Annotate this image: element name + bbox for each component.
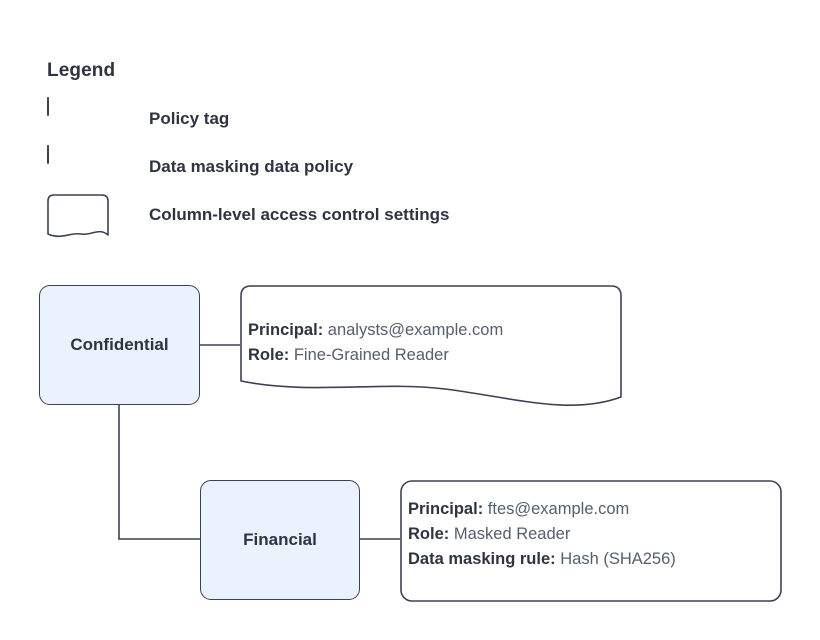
callout-confidential-policy-text: Principal: analysts@example.com Role: Fi…: [248, 318, 503, 368]
callout-line-label: Principal:: [248, 321, 324, 339]
legend-swatch-data-masking-policy: [47, 145, 109, 188]
callout-financial-policy[interactable]: Principal: ftes@example.com Role: Masked…: [400, 480, 782, 602]
legend-item-column-access-settings: Column-level access control settings: [47, 193, 450, 238]
callout-line: Principal: ftes@example.com: [408, 497, 676, 522]
callout-line-value: Masked Reader: [453, 525, 571, 543]
callout-line-label: Principal:: [408, 500, 484, 518]
callout-line: Role: Masked Reader: [408, 522, 676, 547]
callout-line: Principal: analysts@example.com: [248, 318, 503, 343]
callout-line-label: Data masking rule:: [408, 550, 556, 568]
legend-swatch-policy-tag: [47, 97, 109, 140]
callout-line-value: Hash (SHA256): [560, 550, 676, 568]
legend-item-policy-tag: Policy tag: [47, 97, 229, 141]
legend-label-policy-tag: Policy tag: [149, 109, 230, 128]
legend-title: Legend: [47, 60, 116, 81]
callout-line: Role: Fine-Grained Reader: [248, 343, 503, 368]
callout-line-label: Role:: [248, 346, 290, 364]
legend-item-data-masking-policy: Data masking data policy: [47, 145, 353, 189]
callout-line-value: analysts@example.com: [327, 321, 504, 339]
callout-line: Data masking rule: Hash (SHA256): [408, 547, 676, 572]
callout-line-value: ftes@example.com: [487, 500, 630, 518]
node-financial[interactable]: Financial: [200, 480, 360, 600]
callout-confidential-policy[interactable]: Principal: analysts@example.com Role: Fi…: [240, 285, 622, 413]
legend-label-column-access-settings: Column-level access control settings: [149, 205, 450, 224]
node-confidential[interactable]: Confidential: [39, 285, 200, 405]
legend-label-data-masking-policy: Data masking data policy: [149, 157, 354, 176]
callout-line-label: Role:: [408, 525, 450, 543]
callout-line-value: Fine-Grained Reader: [293, 346, 449, 364]
legend-swatch-column-access-settings: [47, 194, 109, 238]
callout-financial-policy-text: Principal: ftes@example.com Role: Masked…: [408, 497, 676, 572]
